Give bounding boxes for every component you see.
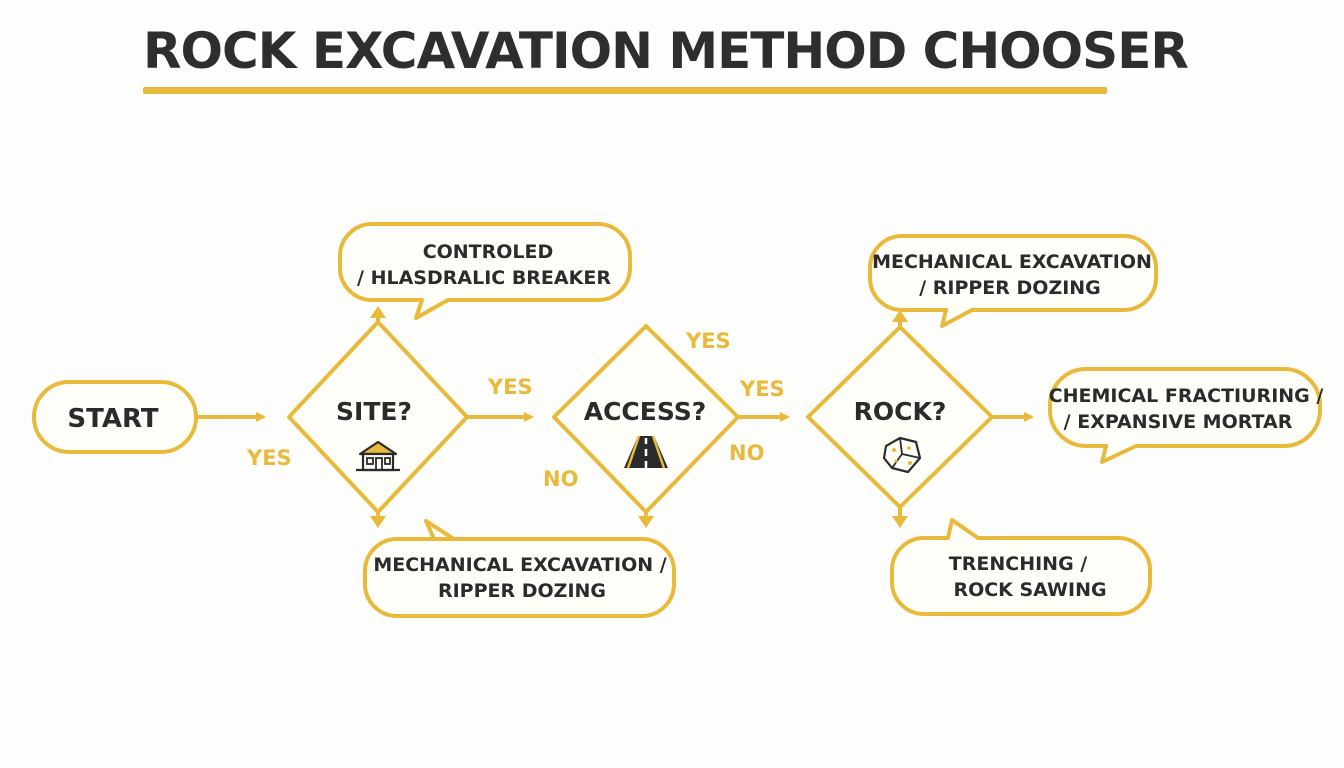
arrow-rock-down [892, 516, 908, 528]
road-icon [624, 435, 668, 469]
callout-mech-excavation-lower [363, 519, 676, 618]
callout-chemical-fracturing [1048, 367, 1322, 464]
edge-label-access-no-left: NO [543, 467, 578, 491]
callout-mech-excavation-upper [868, 234, 1158, 328]
edge-label-site-yes: YES [487, 375, 533, 399]
controlled-breaker-line2: / HLASDRALIC BREAKER [357, 267, 611, 289]
arrow-access-down [638, 516, 654, 528]
arrow-site-down [370, 516, 386, 528]
mech-excavation-lower-line2: RIPPER DOZING [438, 580, 606, 602]
rock-label: ROCK? [854, 397, 947, 426]
edge-label-start-yes: YES [246, 446, 292, 470]
title-underline [143, 87, 1107, 94]
controlled-breaker-line1: CONTROLED [423, 241, 554, 263]
chemical-fracturing-line2: / EXPANSIVE MORTAR [1064, 411, 1293, 433]
mech-excavation-upper-line1: MECHANICAL EXCAVATION [872, 251, 1152, 273]
start-node [32, 380, 198, 454]
arrow-rock-up [892, 310, 908, 322]
site-label: SITE? [336, 397, 412, 426]
trenching-line2: ROCK SAWING [953, 579, 1106, 601]
mech-excavation-lower-line1: MECHANICAL EXCAVATION / [373, 554, 666, 576]
callout-trenching [890, 518, 1152, 616]
edge-label-access-no-right: NO [729, 441, 764, 465]
arrow-site-up [370, 306, 386, 318]
page-title: ROCK EXCAVATION METHOD CHOOSER [143, 22, 1189, 80]
edge-label-access-yes: YES [739, 377, 785, 401]
edge-label-access-yes-top: YES [685, 329, 731, 353]
mech-excavation-upper-line2: / RIPPER DOZING [919, 277, 1101, 299]
access-label: ACCESS? [584, 397, 707, 426]
house-icon [356, 440, 400, 472]
callout-controlled-breaker [338, 222, 632, 320]
trenching-line1: TRENCHING / [949, 553, 1087, 575]
rock-cube-icon [882, 436, 922, 474]
start-label: START [67, 404, 158, 434]
chemical-fracturing-line1: CHEMICAL FRACTIURING / [1049, 385, 1324, 407]
